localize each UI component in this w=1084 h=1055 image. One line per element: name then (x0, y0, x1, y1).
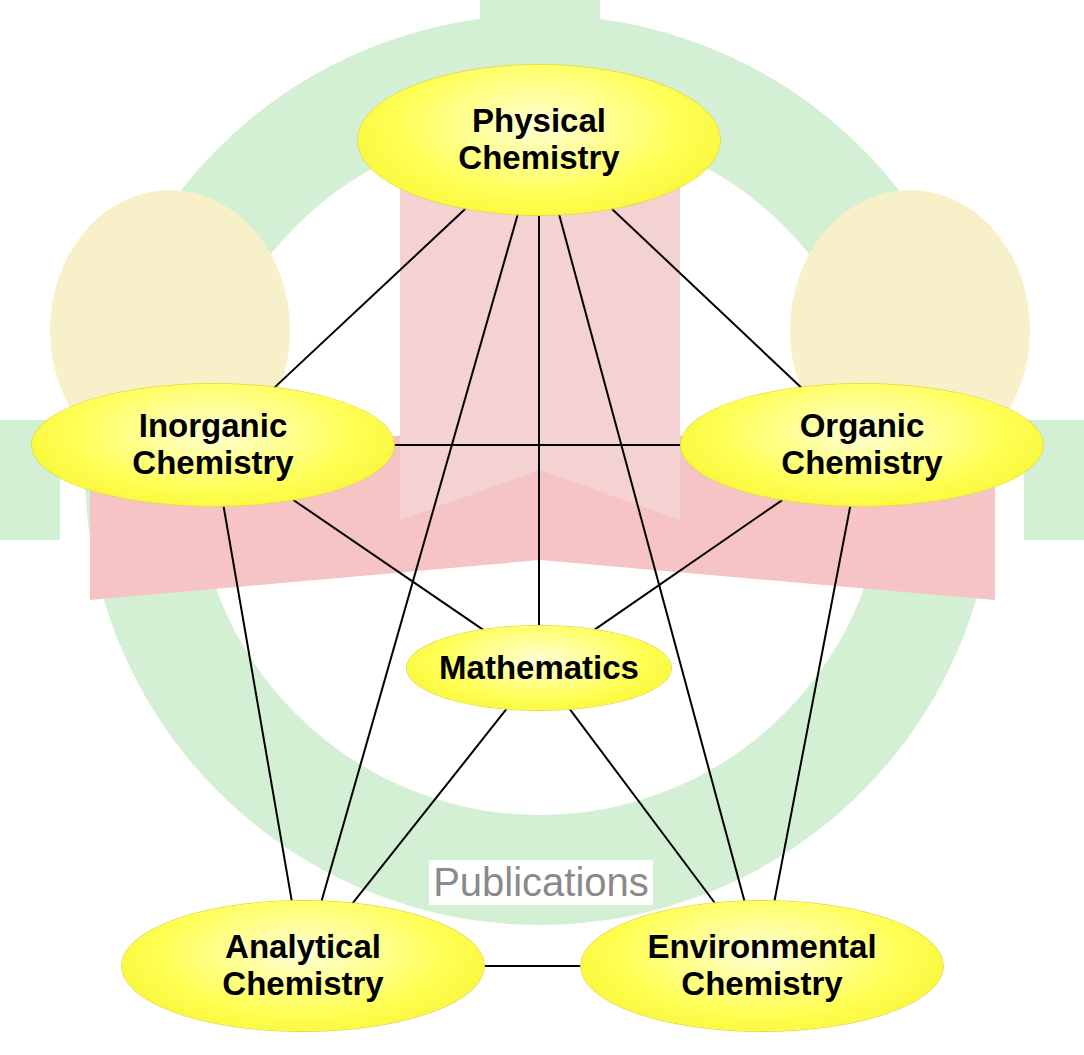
node-label: Physical Chemistry (399, 103, 679, 177)
node-label: Mathematics (439, 650, 639, 687)
connector-line (224, 506, 292, 901)
node-label: Analytical Chemistry (163, 929, 443, 1003)
connector-line (538, 215, 540, 626)
mathematics-ellipse: Mathematics (407, 626, 671, 710)
connector-line (484, 965, 581, 967)
connector-line (559, 215, 744, 902)
organic-ellipse: Organic Chemistry (681, 384, 1043, 506)
connector-line (293, 500, 483, 630)
connector-line (394, 444, 681, 446)
node-label: Environmental Chemistry (622, 929, 902, 1003)
watermark-text: Publications (429, 860, 653, 905)
connector-line (612, 209, 801, 388)
connector-line (774, 506, 850, 901)
inorganic-ellipse: Inorganic Chemistry (32, 384, 394, 506)
environmental-ellipse: Environmental Chemistry (581, 901, 943, 1031)
watermark-gear-teeth (0, 0, 1084, 540)
node-label: Inorganic Chemistry (73, 408, 353, 482)
analytical-ellipse: Analytical Chemistry (122, 901, 484, 1031)
connector-line (321, 214, 517, 901)
connector-line (274, 209, 465, 388)
node-label: Organic Chemistry (722, 408, 1002, 482)
connector-line (594, 500, 782, 630)
physical-ellipse: Physical Chemistry (358, 65, 720, 215)
